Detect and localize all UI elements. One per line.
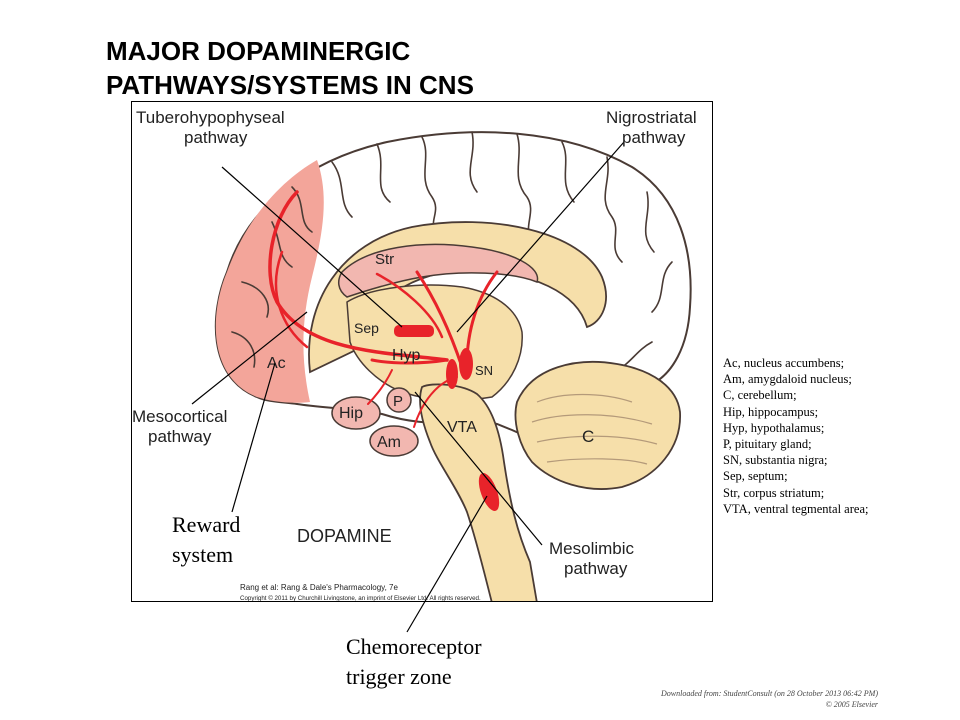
chemo-line-2: trigger zone (346, 664, 452, 689)
abbreviation-item: Sep, septum; (723, 469, 788, 484)
label-vta: VTA (447, 419, 477, 436)
label-ac: Ac (267, 355, 286, 372)
mesolimbic-leader (414, 391, 543, 546)
label-nigrostriatal: Nigrostriatal (606, 108, 697, 127)
leader-lines (191, 141, 625, 546)
cortex-folds (231, 131, 673, 371)
abbreviation-item: Hyp, hypothalamus; (723, 420, 825, 435)
brain-diagram: Tuberohypophyseal pathway Nigrostriatal … (132, 108, 697, 602)
reward-line-1: Reward (172, 512, 241, 537)
credit-line-2: Copyright © 2011 by Churchill Livingston… (240, 595, 481, 602)
label-dopamine: DOPAMINE (297, 526, 392, 546)
label-nigrostriatal-2: pathway (622, 128, 686, 147)
label-c: C (582, 427, 594, 446)
label-tuberohypophyseal-2: pathway (184, 128, 248, 147)
vta-nucleus (446, 359, 458, 389)
mesolimbic-path (370, 358, 449, 365)
abbreviation-item: Ac, nucleus accumbens; (723, 356, 845, 370)
sn-nucleus (459, 348, 473, 380)
abbreviation-item: Hip, hippocampus; (723, 404, 819, 419)
abbreviation-item: Am, amygdaloid nucleus; (723, 372, 852, 387)
label-mesolimbic: Mesolimbic (549, 539, 635, 558)
title-line-1: MAJOR DOPAMINERGIC (106, 36, 411, 66)
label-am: Am (377, 434, 401, 451)
nigrostriatal-branch-2 (375, 272, 444, 339)
label-hip: Hip (339, 405, 363, 422)
cerebellum-shape (514, 361, 681, 490)
abbreviation-item: SN, substantia nigra; (723, 453, 828, 468)
label-str: Str (375, 251, 394, 268)
abbreviation-item: VTA, ventral tegmental area; (723, 501, 869, 516)
footer-line-2: © 2005 Elsevier (825, 700, 878, 709)
label-mesocortical-2: pathway (148, 427, 212, 446)
cerebellum-folia (531, 393, 658, 465)
label-mesolimbic-2: pathway (564, 559, 628, 578)
label-hyp: Hyp (392, 347, 421, 364)
tuberohypophyseal-leader (221, 166, 403, 328)
nigrostriatal-path (415, 270, 464, 369)
abbreviation-item: P, pituitary gland; (723, 437, 812, 452)
amygdala-shape (369, 425, 419, 457)
mesocortical-leader (191, 311, 308, 405)
dopamine-pathways (268, 190, 499, 428)
pituitary-shape (386, 387, 412, 413)
nigrostriatal-leader (456, 141, 625, 333)
striatum-region (337, 243, 539, 298)
label-sn: SN (475, 363, 493, 378)
ctz-nucleus (478, 473, 500, 511)
chemo-line-1: Chemoreceptor (346, 634, 482, 659)
brainstem-shape (419, 383, 538, 601)
label-mesocortical: Mesocortical (132, 407, 227, 426)
reward-system-annotation: Reward system (172, 510, 240, 570)
abbreviation-item: C, cerebellum; (723, 388, 797, 403)
chemoreceptor-annotation: Chemoreceptor trigger zone (346, 632, 482, 692)
abbreviation-list: Ac, nucleus accumbens; Am, amygdaloid nu… (723, 355, 868, 517)
title-line-2: PATHWAYS/SYSTEMS IN CNS (106, 70, 474, 100)
credit-line-1: Rang et al: Rang & Dale's Pharmacology, … (240, 583, 398, 592)
mesocortical-branch (274, 250, 309, 349)
hippocampus-path (367, 369, 393, 405)
hippocampus-shape (331, 396, 381, 430)
download-footer: Downloaded from: StudentConsult (on 28 O… (661, 688, 878, 710)
reward-line-2: system (172, 542, 234, 567)
label-tuberohypophyseal: Tuberohypophyseal (136, 108, 285, 127)
abbreviation-item: Str, corpus striatum; (723, 485, 825, 500)
slide-title: MAJOR DOPAMINERGIC PATHWAYS/SYSTEMS IN C… (106, 34, 474, 102)
hypothalamic-nucleus (394, 325, 434, 337)
footer-line-1: Downloaded from: StudentConsult (on 28 O… (660, 689, 878, 698)
label-p: P (393, 393, 403, 410)
label-sep: Sep (354, 320, 379, 336)
brain-figure: Tuberohypophyseal pathway Nigrostriatal … (131, 101, 713, 602)
